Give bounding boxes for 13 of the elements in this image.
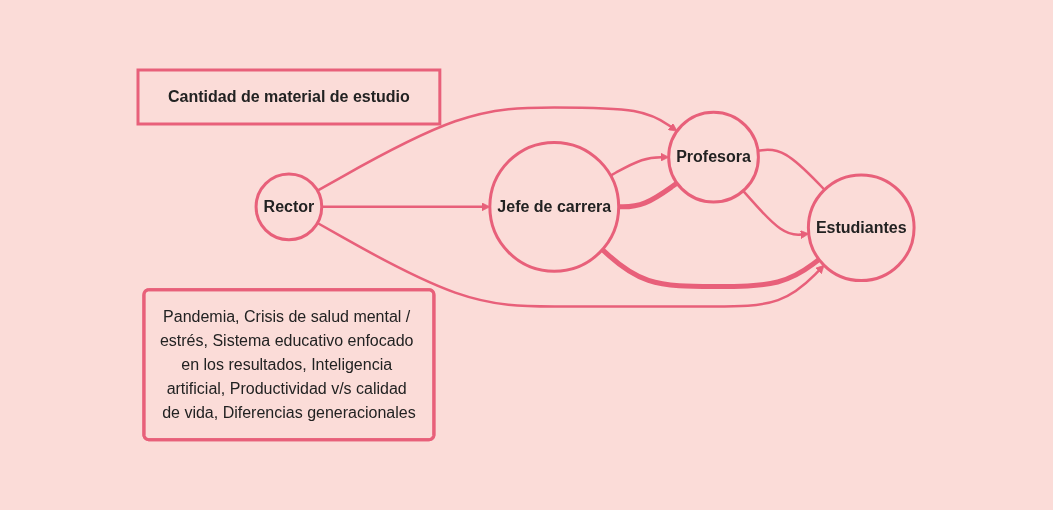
node-circle: Profesora	[667, 110, 761, 204]
node-circle: Estudiantes	[807, 173, 917, 283]
arrow	[610, 152, 670, 177]
arrow	[317, 222, 825, 308]
node-circle: Rector	[255, 172, 324, 242]
node-circle: Jefe de carrera	[488, 141, 621, 273]
connector	[758, 148, 826, 191]
arrow	[322, 202, 491, 212]
node-box: Cantidad de material de estudio	[136, 68, 442, 126]
arrow	[742, 190, 810, 240]
connector	[601, 248, 821, 290]
arrow	[317, 106, 678, 192]
connector	[619, 181, 679, 210]
